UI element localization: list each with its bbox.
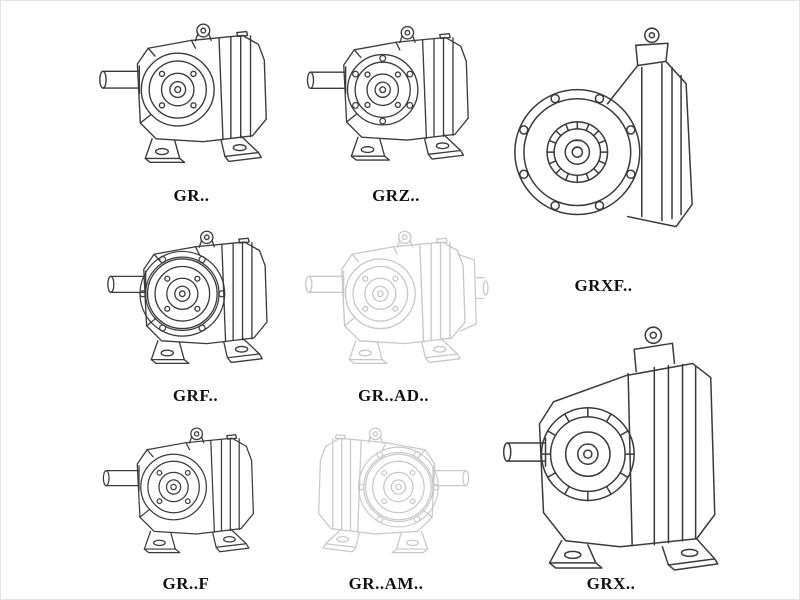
gr-am-label: GR..AM.. xyxy=(348,574,424,593)
grx-gearbox-drawing xyxy=(491,301,731,573)
grf-flange xyxy=(139,250,226,337)
product-cell-grf: GRF.. xyxy=(93,211,298,409)
grf-gearbox-drawing xyxy=(93,211,298,385)
grz-gearbox-drawing xyxy=(301,3,491,185)
gr-f-gearbox-drawing xyxy=(86,409,286,573)
grxf-label: GRXF.. xyxy=(574,276,633,295)
grz-bolt-circle xyxy=(352,54,414,125)
gr-f-label: GR..F xyxy=(162,574,210,593)
gr-gearbox-drawing xyxy=(89,3,294,185)
product-cell-gr-ad: GR..AD.. xyxy=(291,211,496,409)
gr-am-gearbox-drawing xyxy=(286,409,486,573)
grx-label: GRX.. xyxy=(586,574,636,593)
gr-ad-input-adapter xyxy=(457,253,489,332)
product-cell-gr: GR.. xyxy=(89,3,294,209)
product-cell-grz: GRZ.. xyxy=(301,3,491,209)
gr-ad-label: GR..AD.. xyxy=(357,386,430,405)
gr-ad-gearbox-drawing xyxy=(291,211,489,385)
grf-label: GRF.. xyxy=(172,386,219,405)
product-cell-grxf: GRXF.. xyxy=(486,3,721,299)
gr-am-motor-flange xyxy=(357,446,440,528)
product-cell-grx: GRX.. xyxy=(491,301,731,597)
product-cell-gr-f: GR..F xyxy=(86,409,286,597)
grz-label: GRZ.. xyxy=(372,186,420,205)
product-cell-gr-am: GR..AM.. xyxy=(286,409,486,597)
grxf-gearbox-drawing xyxy=(486,3,721,275)
gr-label: GR.. xyxy=(173,186,210,205)
